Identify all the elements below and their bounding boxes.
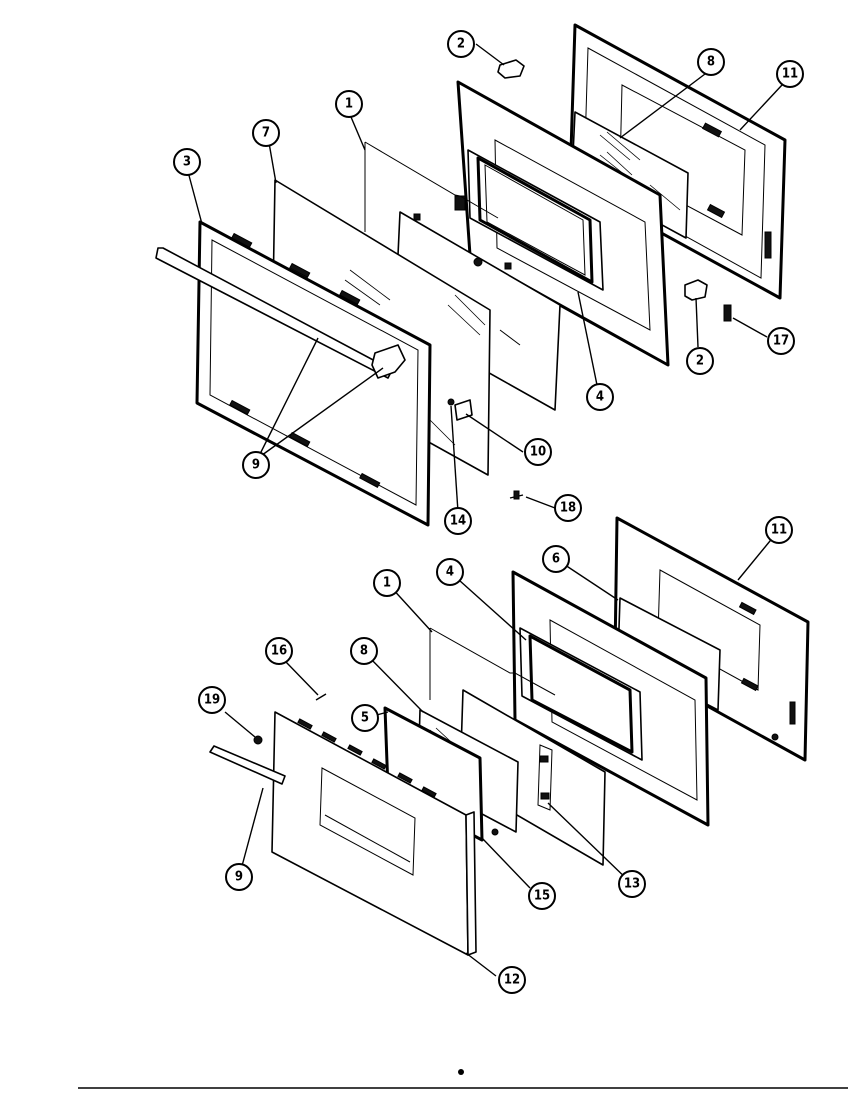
callout-15: 15 (528, 882, 556, 910)
upper-hinge-clip-right (684, 279, 708, 348)
callout-6-label: 6 (552, 552, 560, 567)
callout-8-bottom: 8 (350, 637, 378, 665)
lower-gasket-frame-part (449, 571, 643, 761)
upper-insulation-part (350, 116, 499, 232)
callout-13-label: 13 (624, 877, 640, 892)
lower-rear-frame-part (613, 516, 810, 762)
upper-hinge-clip-top (475, 43, 525, 79)
callout-9-bottom-label: 9 (235, 870, 243, 885)
upper-latch-part (454, 399, 524, 453)
callout-18-label: 18 (560, 501, 576, 516)
upper-screw-part (447, 398, 459, 513)
callout-9-bottom: 9 (225, 863, 253, 891)
callout-7-label: 7 (262, 126, 270, 141)
callout-2-top: 2 (447, 30, 475, 58)
callout-13: 13 (618, 870, 646, 898)
callout-19-label: 19 (204, 693, 220, 708)
callout-16-label: 16 (271, 644, 287, 659)
callout-16: 16 (265, 637, 293, 665)
callout-17: 17 (767, 327, 795, 355)
callout-9-top: 9 (242, 451, 270, 479)
callout-9-top-label: 9 (252, 458, 260, 473)
callout-2-right-label: 2 (696, 354, 704, 369)
callout-1-top: 1 (335, 90, 363, 118)
callout-10: 10 (524, 438, 552, 466)
callout-11-bottom-label: 11 (771, 523, 787, 538)
lower-outer-door-panel (271, 711, 497, 977)
callout-1-bottom: 1 (373, 569, 401, 597)
callout-1-top-label: 1 (345, 97, 353, 112)
callout-4-bottom-label: 4 (446, 565, 454, 580)
callout-8-top: 8 (619, 48, 725, 139)
upper-rear-frame-part (568, 23, 787, 300)
callout-2-top-label: 2 (457, 37, 465, 52)
callout-18: 18 (554, 494, 582, 522)
upper-handle-part (155, 247, 406, 459)
upper-door-assembly (155, 23, 787, 527)
lower-door-assembly (209, 516, 810, 977)
lower-insulation-part (389, 585, 556, 700)
callout-12: 12 (498, 966, 526, 994)
callout-11-top: 11 (739, 60, 804, 131)
callout-14-label: 14 (450, 514, 466, 529)
callout-3-label: 3 (183, 155, 191, 170)
callout-12-label: 12 (504, 973, 520, 988)
upper-pin-part (509, 490, 556, 509)
callout-14: 14 (444, 507, 472, 535)
upper-bumper-part (723, 304, 768, 338)
callout-4-top: 4 (586, 383, 614, 411)
callout-10-label: 10 (530, 445, 546, 460)
callout-5-label: 5 (361, 711, 369, 726)
callout-8-bottom-label: 8 (360, 644, 368, 659)
callout-5: 5 (351, 704, 379, 732)
callout-7: 7 (252, 119, 280, 147)
callout-17-label: 17 (773, 334, 789, 349)
callout-2-right: 2 (686, 347, 714, 375)
callout-3: 3 (173, 148, 201, 176)
callout-4-top-label: 4 (596, 390, 604, 405)
upper-gasket-frame-part (467, 149, 604, 386)
lower-callout-15-leader (481, 837, 531, 889)
callout-11-top-label: 11 (782, 67, 798, 82)
callout-6: 6 (542, 545, 570, 573)
callout-4-bottom: 4 (436, 558, 464, 586)
callout-11-bottom: 11 (765, 516, 793, 544)
lower-clip-part (285, 661, 327, 701)
page-mark (458, 1069, 464, 1075)
callout-1-bottom-label: 1 (383, 576, 391, 591)
callout-19: 19 (198, 686, 226, 714)
callout-8-top-label: 8 (707, 55, 715, 70)
lower-handle-part (209, 745, 286, 867)
callout-15-label: 15 (534, 889, 550, 904)
lower-screw-part (224, 711, 263, 745)
